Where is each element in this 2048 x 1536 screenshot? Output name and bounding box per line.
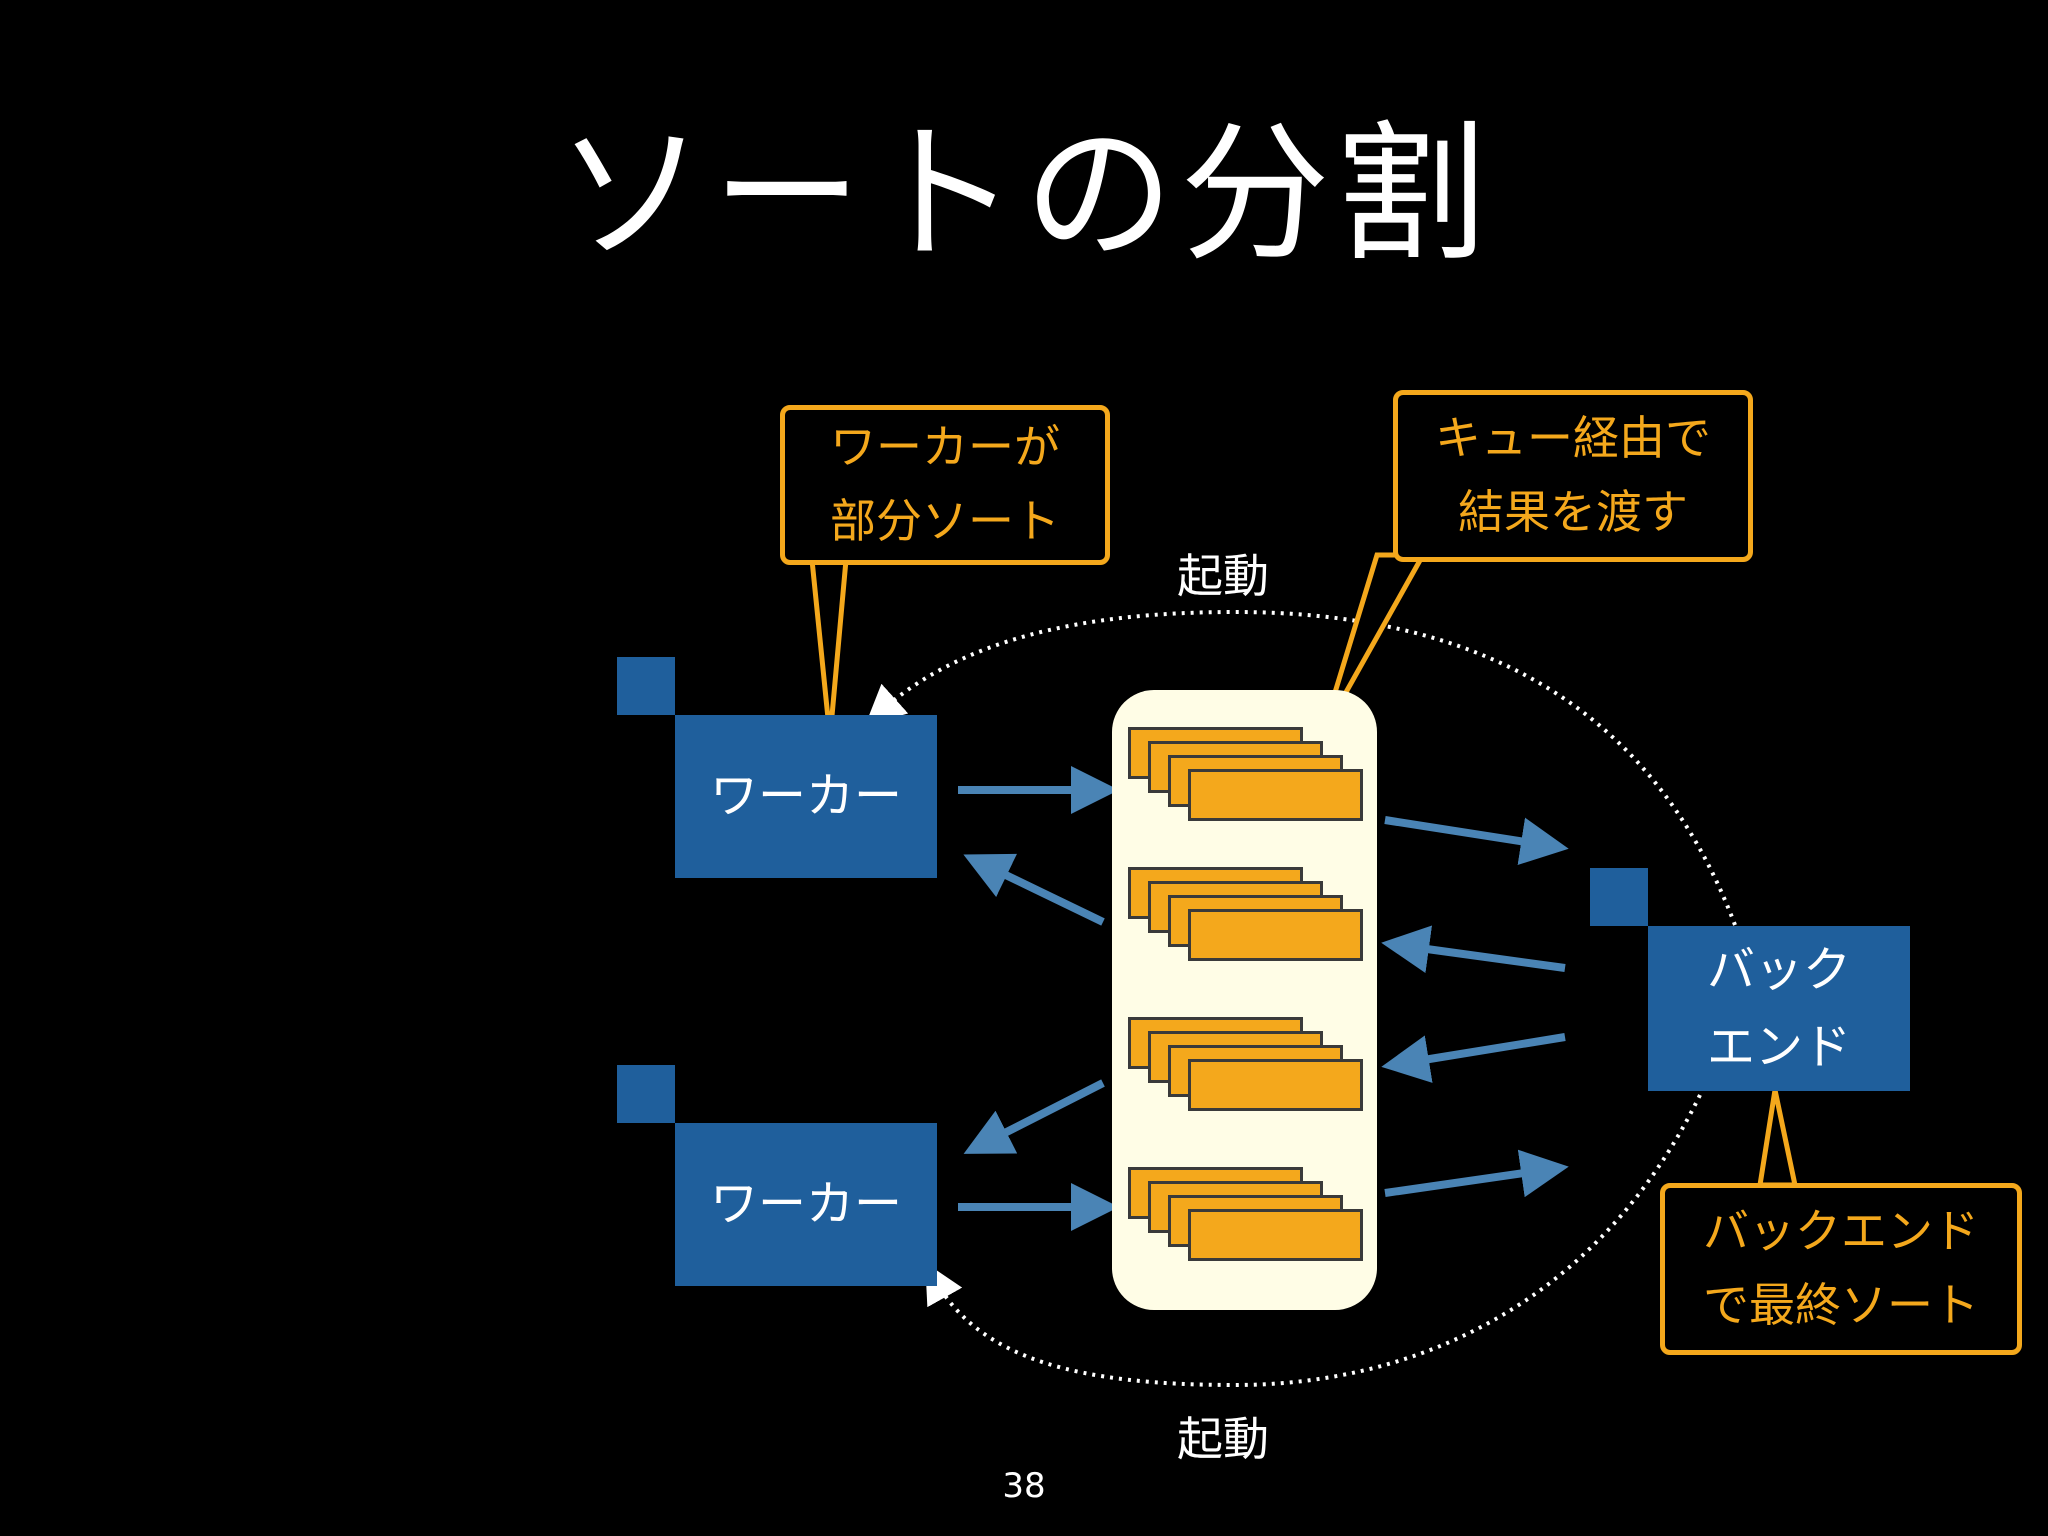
backend-callout-line2: で最終ソート bbox=[1703, 1278, 1979, 1332]
arrow-backend-to-queue-1 bbox=[1381, 925, 1566, 974]
backend-callout: バックエンド で最終ソート bbox=[1660, 1183, 2022, 1355]
queue-item bbox=[1188, 909, 1363, 961]
arrow-queue-to-backend-1 bbox=[1384, 816, 1569, 866]
worker-callout: ワーカーが 部分ソート bbox=[780, 405, 1110, 565]
queue-callout-line2: 結果を渡す bbox=[1458, 485, 1688, 539]
worker2-box: ワーカー bbox=[675, 1123, 937, 1286]
backend-corner-square bbox=[1590, 868, 1648, 926]
worker1-box: ワーカー bbox=[675, 715, 937, 878]
launch-arc-bottom bbox=[925, 1094, 1702, 1388]
backend-label-line2: エンド bbox=[1706, 1018, 1851, 1075]
backend-label-line1: バック bbox=[1706, 941, 1851, 998]
arrow-queue-to-worker2 bbox=[963, 1079, 1105, 1154]
worker2-label: ワーカー bbox=[709, 1176, 902, 1233]
worker1-label: ワーカー bbox=[709, 768, 902, 825]
backend-callout-line1: バックエンド bbox=[1703, 1204, 1979, 1259]
worker-callout-pointer bbox=[809, 557, 849, 739]
slide-title: ソートの分割 bbox=[555, 108, 1492, 282]
launch-label-top: 起動 bbox=[1177, 549, 1269, 603]
page-number: 38 bbox=[1002, 1466, 1046, 1506]
arrow-queue-to-worker1 bbox=[963, 853, 1105, 926]
queue-callout-line1: キュー経由で bbox=[1435, 411, 1711, 466]
launch-label-bottom: 起動 bbox=[1177, 1412, 1269, 1466]
arrow-backend-to-queue-2 bbox=[1381, 1033, 1566, 1083]
backend-callout-pointer bbox=[1757, 1089, 1799, 1188]
arrow-queue-to-backend-2 bbox=[1384, 1149, 1569, 1198]
worker2-corner-square bbox=[617, 1065, 675, 1123]
backend-box: バック エンド bbox=[1648, 926, 1910, 1091]
queue-callout: キュー経由で 結果を渡す bbox=[1393, 390, 1753, 562]
worker-callout-line2: 部分ソート bbox=[830, 494, 1060, 548]
worker-callout-line1: ワーカーが bbox=[830, 420, 1060, 475]
queue-item bbox=[1188, 769, 1363, 821]
queue-item bbox=[1188, 1059, 1363, 1111]
worker1-corner-square bbox=[617, 657, 675, 715]
queue-item bbox=[1188, 1209, 1363, 1261]
